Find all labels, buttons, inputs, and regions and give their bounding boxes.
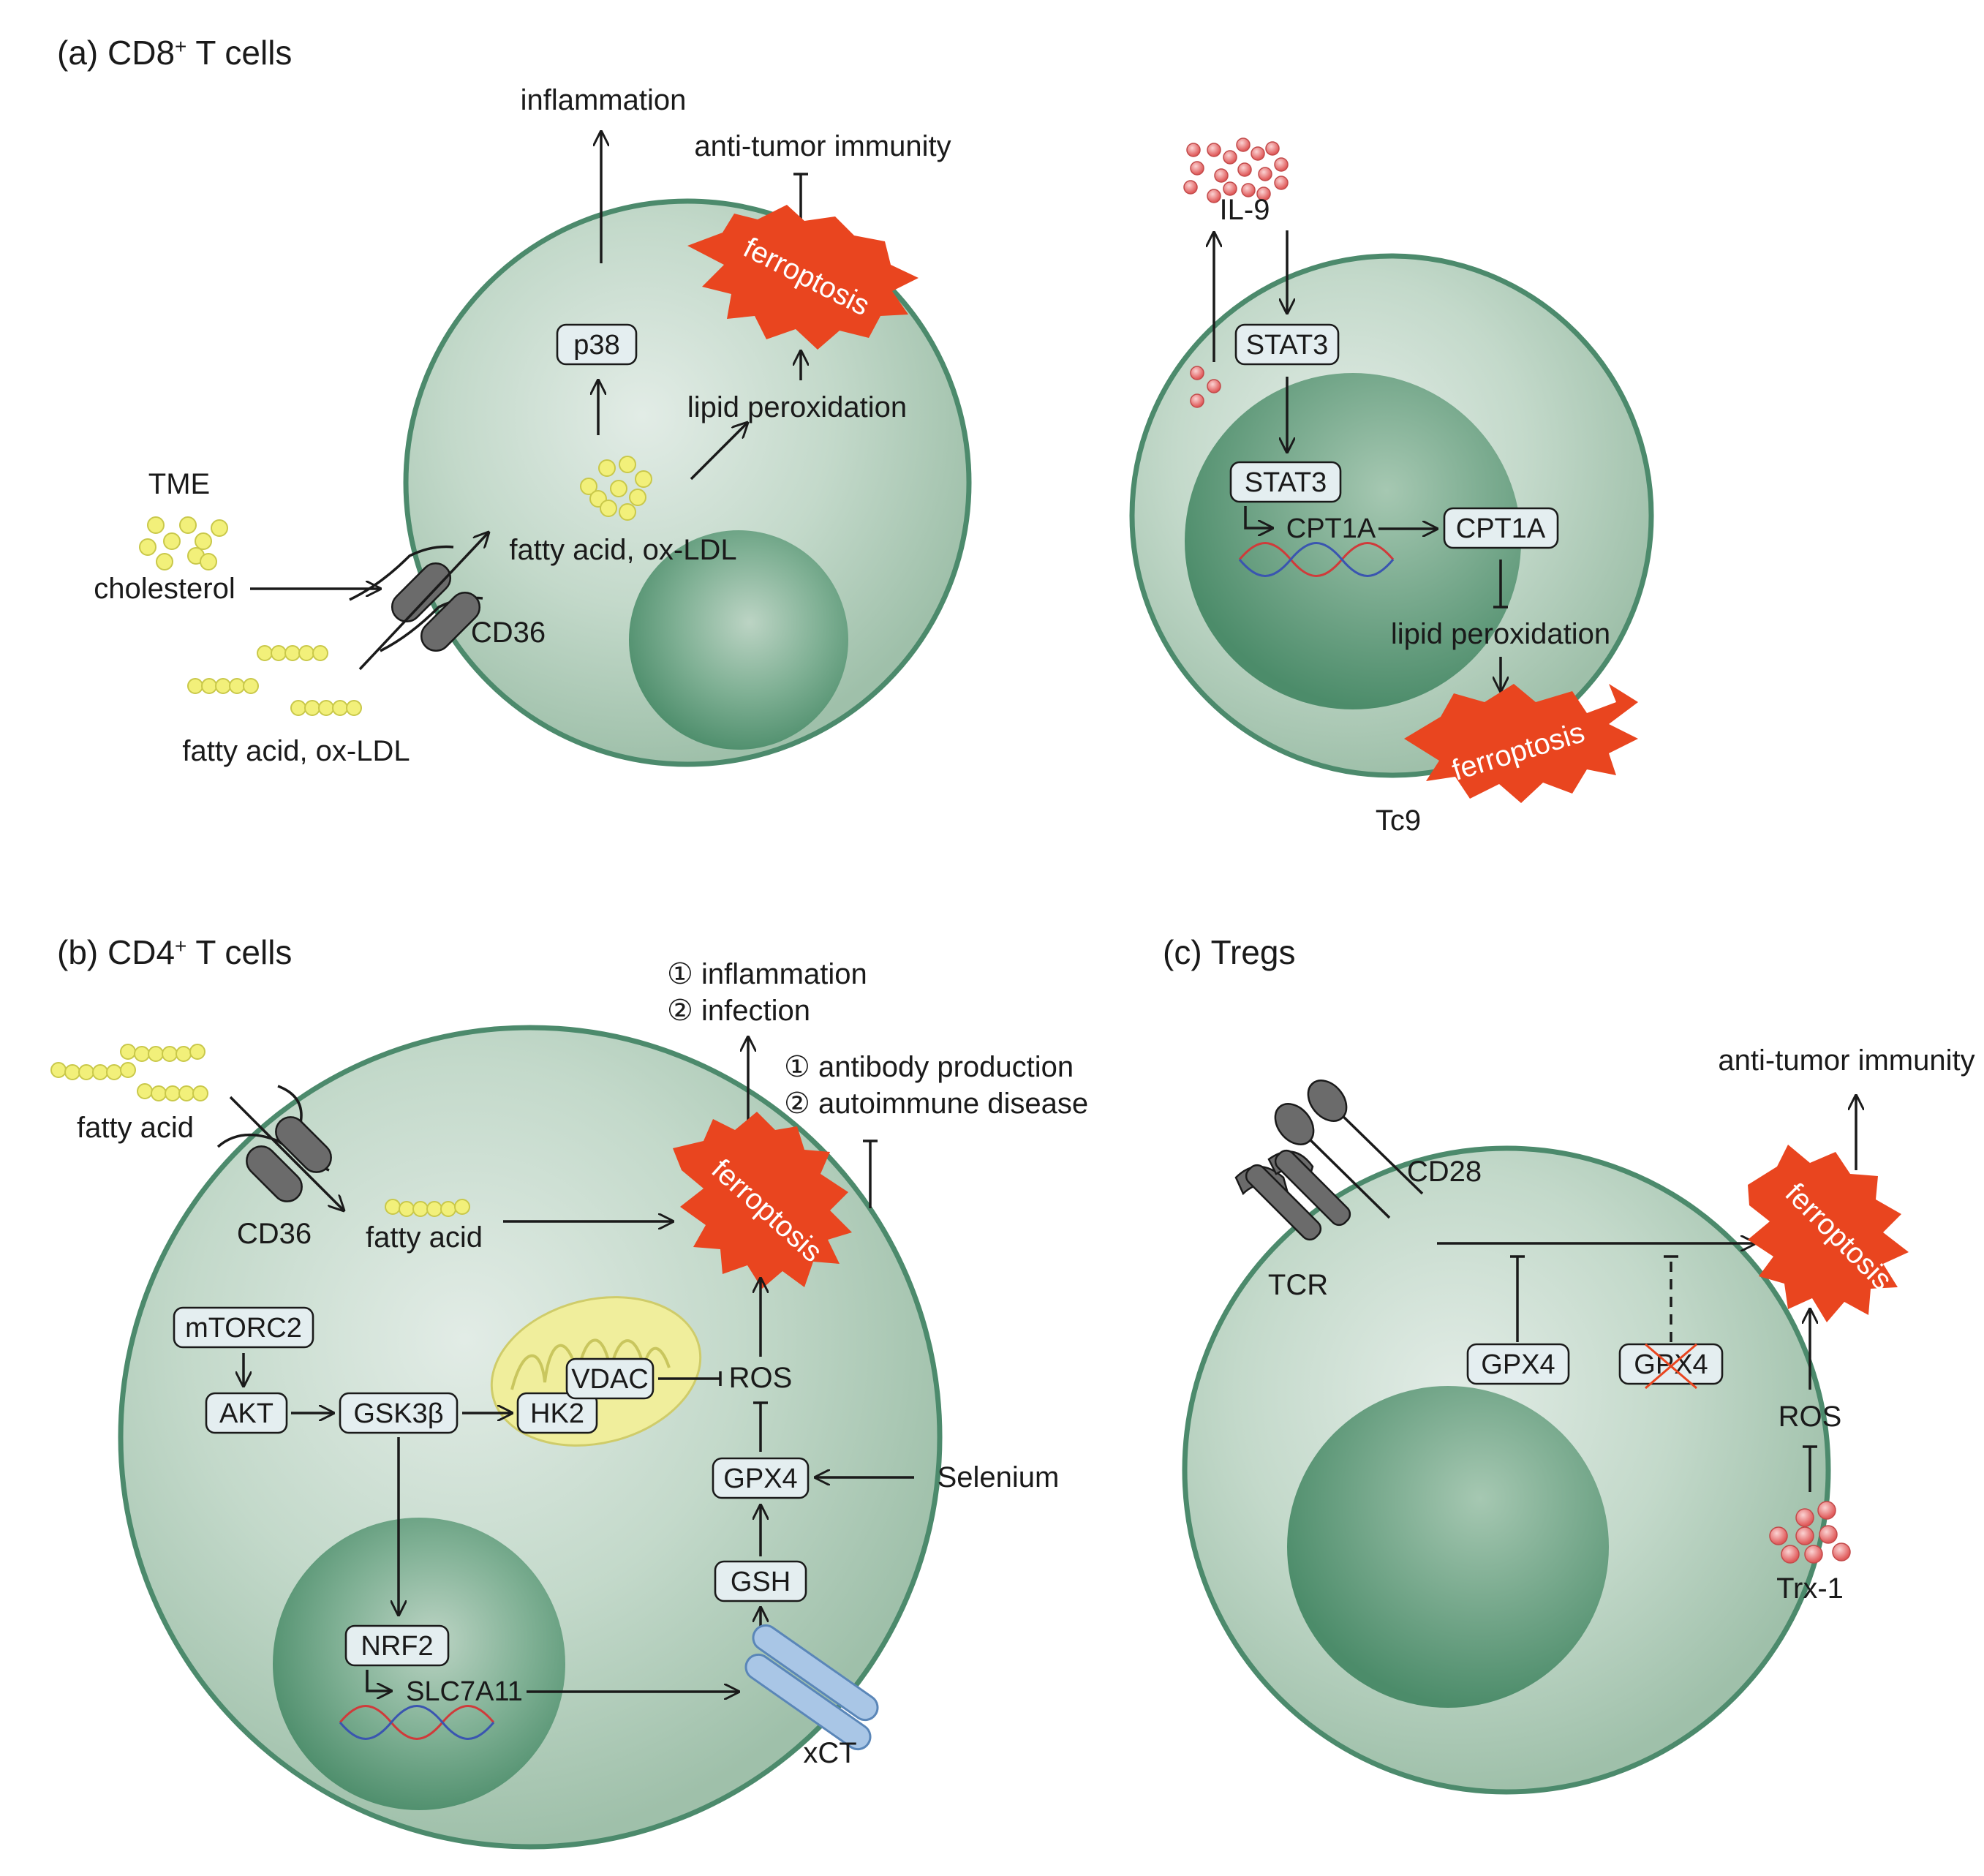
- label-tcr: TCR: [1268, 1269, 1328, 1301]
- label-out-infection: ② infection: [667, 995, 810, 1027]
- label-fatty-acid-outside-b: fatty acid: [77, 1112, 194, 1144]
- cd36-icon: [391, 562, 481, 652]
- label-anti-tumor-immunity-c: anti-tumor immunity: [1718, 1044, 1974, 1077]
- gpx4-label-b: GPX4: [723, 1463, 797, 1494]
- mtorc2-label: mTORC2: [185, 1313, 302, 1344]
- akt-box: [205, 1392, 288, 1434]
- panel-a-right: IL-9 STAT3 STAT3 CPT1A CPT1A lipid perox…: [1129, 138, 1654, 837]
- stat3-cytoplasm-box: [1234, 323, 1340, 366]
- gsh-label: GSH: [731, 1567, 791, 1597]
- label-fatty-acid-ox-ldl-outside: fatty acid, ox-LDL: [182, 735, 410, 767]
- cpt1a-protein-box: [1443, 507, 1559, 549]
- label-fatty-acid-inside-b: fatty acid: [366, 1221, 483, 1254]
- label-cd36-b: CD36: [237, 1218, 312, 1250]
- ferroptosis-burst-icon: [1748, 1145, 1909, 1322]
- label-anti-tumor-immunity: anti-tumor immunity: [694, 130, 951, 162]
- cd28-receptor-icon: [1274, 1080, 1424, 1219]
- label-slc7a11: SLC7A11: [406, 1676, 523, 1707]
- label-trx1: Trx-1: [1776, 1572, 1844, 1605]
- treg-nucleus: [1287, 1386, 1609, 1708]
- fatty-acid-chain-inside-b: [385, 1199, 470, 1217]
- label-out-antibody: ① antibody production: [784, 1051, 1074, 1083]
- cd36-receptor-a: [349, 545, 483, 652]
- label-tc9: Tc9: [1376, 805, 1421, 837]
- knockout-cross-icon: [1645, 1343, 1697, 1390]
- label-cpt1a-gene: CPT1A: [1286, 513, 1376, 544]
- label-tme: TME: [148, 468, 210, 500]
- hk2-box: [516, 1392, 598, 1434]
- arrow-nrf2-to-slc7a11: [366, 1670, 391, 1691]
- gpx4-box-b: [712, 1457, 810, 1499]
- label-selenium: Selenium: [938, 1461, 1060, 1493]
- label-lipid-peroxidation-right: lipid peroxidation: [1391, 618, 1610, 650]
- label-out-autoimmune: ② autoimmune disease: [784, 1088, 1088, 1120]
- label-ros-c: ROS: [1779, 1401, 1842, 1433]
- dna-helix-icon: [339, 1705, 495, 1740]
- cd36-receptor-b: [216, 1085, 332, 1202]
- hk2-label: HK2: [530, 1398, 584, 1429]
- vdac-box: [565, 1357, 655, 1400]
- label-xct: xCT: [803, 1737, 856, 1769]
- il9-cluster: [1183, 138, 1289, 203]
- dna-helix-icon: [1238, 542, 1395, 577]
- p38-box: [556, 323, 638, 366]
- tcr-receptor-icon: [1234, 1149, 1351, 1241]
- ferroptosis-burst-icon: [1404, 684, 1638, 803]
- nrf2-label: NRF2: [361, 1631, 433, 1662]
- arrow-stat3-to-cpt1a-gene: [1244, 506, 1272, 528]
- nrf2-box: [344, 1624, 450, 1667]
- panel-b-title: (b) CD4+ T cells: [57, 933, 292, 971]
- stat3-nucleus-box: [1229, 461, 1342, 503]
- gpx4-label-c: GPX4: [1481, 1349, 1555, 1380]
- label-ros-b: ROS: [729, 1362, 793, 1394]
- gpx4-box-c: [1466, 1343, 1570, 1385]
- il9-secreted-dots: [1190, 366, 1221, 408]
- p38-label: p38: [573, 330, 619, 361]
- panel-b: (b) CD4+ T cells ① inflammation ② infect…: [50, 933, 1088, 1850]
- fatty-acid-chains-b: [50, 1044, 208, 1101]
- label-cd36: CD36: [471, 617, 546, 649]
- vdac-label: VDAC: [571, 1364, 649, 1395]
- akt-label: AKT: [219, 1398, 274, 1429]
- label-cd28: CD28: [1407, 1156, 1482, 1188]
- fatty-acid-chains-outside: [187, 645, 362, 716]
- cpt1a-protein-label: CPT1A: [1456, 513, 1546, 544]
- gsk3b-label: GSK3β: [353, 1398, 443, 1429]
- label-il9: IL-9: [1220, 194, 1270, 226]
- lipid-cluster-inside: [580, 456, 652, 521]
- cd8-nucleus-left: [629, 530, 848, 750]
- label-cholesterol: cholesterol: [94, 573, 235, 605]
- panel-c: (c) Tregs anti-tumor immunity CD28 TCR f…: [1163, 933, 1975, 1795]
- arrow-dots-to-lipid: [690, 423, 747, 481]
- stat3-cytoplasm-label: STAT3: [1246, 330, 1329, 361]
- ferroptosis-burst-icon: [673, 1112, 852, 1289]
- stat3-nucleus-label: STAT3: [1245, 467, 1327, 498]
- gsh-box: [714, 1560, 807, 1602]
- panel-a-title: (a) CD8+ T cells: [57, 34, 292, 72]
- cd36-icon: [246, 1116, 332, 1202]
- label-inflammation: inflammation: [521, 84, 687, 116]
- mtorc2-box: [173, 1306, 314, 1349]
- ferroptosis-star-a-left: ferroptosis: [687, 205, 919, 350]
- panel-a-left: (a) CD8+ T cells inflammation anti-tumor…: [57, 34, 972, 767]
- gsk3b-box: [339, 1392, 459, 1434]
- arrow-fa-through-cd36: [229, 1096, 344, 1210]
- arrow-fa-into-cell: [358, 532, 489, 671]
- ferroptosis-star-a-right: ferroptosis: [1404, 684, 1638, 803]
- label-lipid-peroxidation: lipid peroxidation: [687, 391, 907, 423]
- label-fatty-acid-ox-ldl-inside: fatty acid, ox-LDL: [509, 534, 736, 566]
- gpx4-knockout-label: GPX4: [1634, 1349, 1708, 1380]
- gpx4-knockout-box: [1618, 1343, 1724, 1385]
- panel-c-title: (c) Tregs: [1163, 933, 1295, 971]
- trx1-cluster: [1769, 1501, 1851, 1564]
- cholesterol-cluster: [139, 516, 228, 570]
- tc9-nucleus: [1185, 373, 1521, 709]
- ferroptosis-burst-icon: [687, 205, 919, 350]
- xct-transporter-icon: [744, 1624, 879, 1751]
- label-out-inflammation: ① inflammation: [667, 958, 867, 990]
- ferroptosis-star-b: ferroptosis: [673, 1112, 852, 1289]
